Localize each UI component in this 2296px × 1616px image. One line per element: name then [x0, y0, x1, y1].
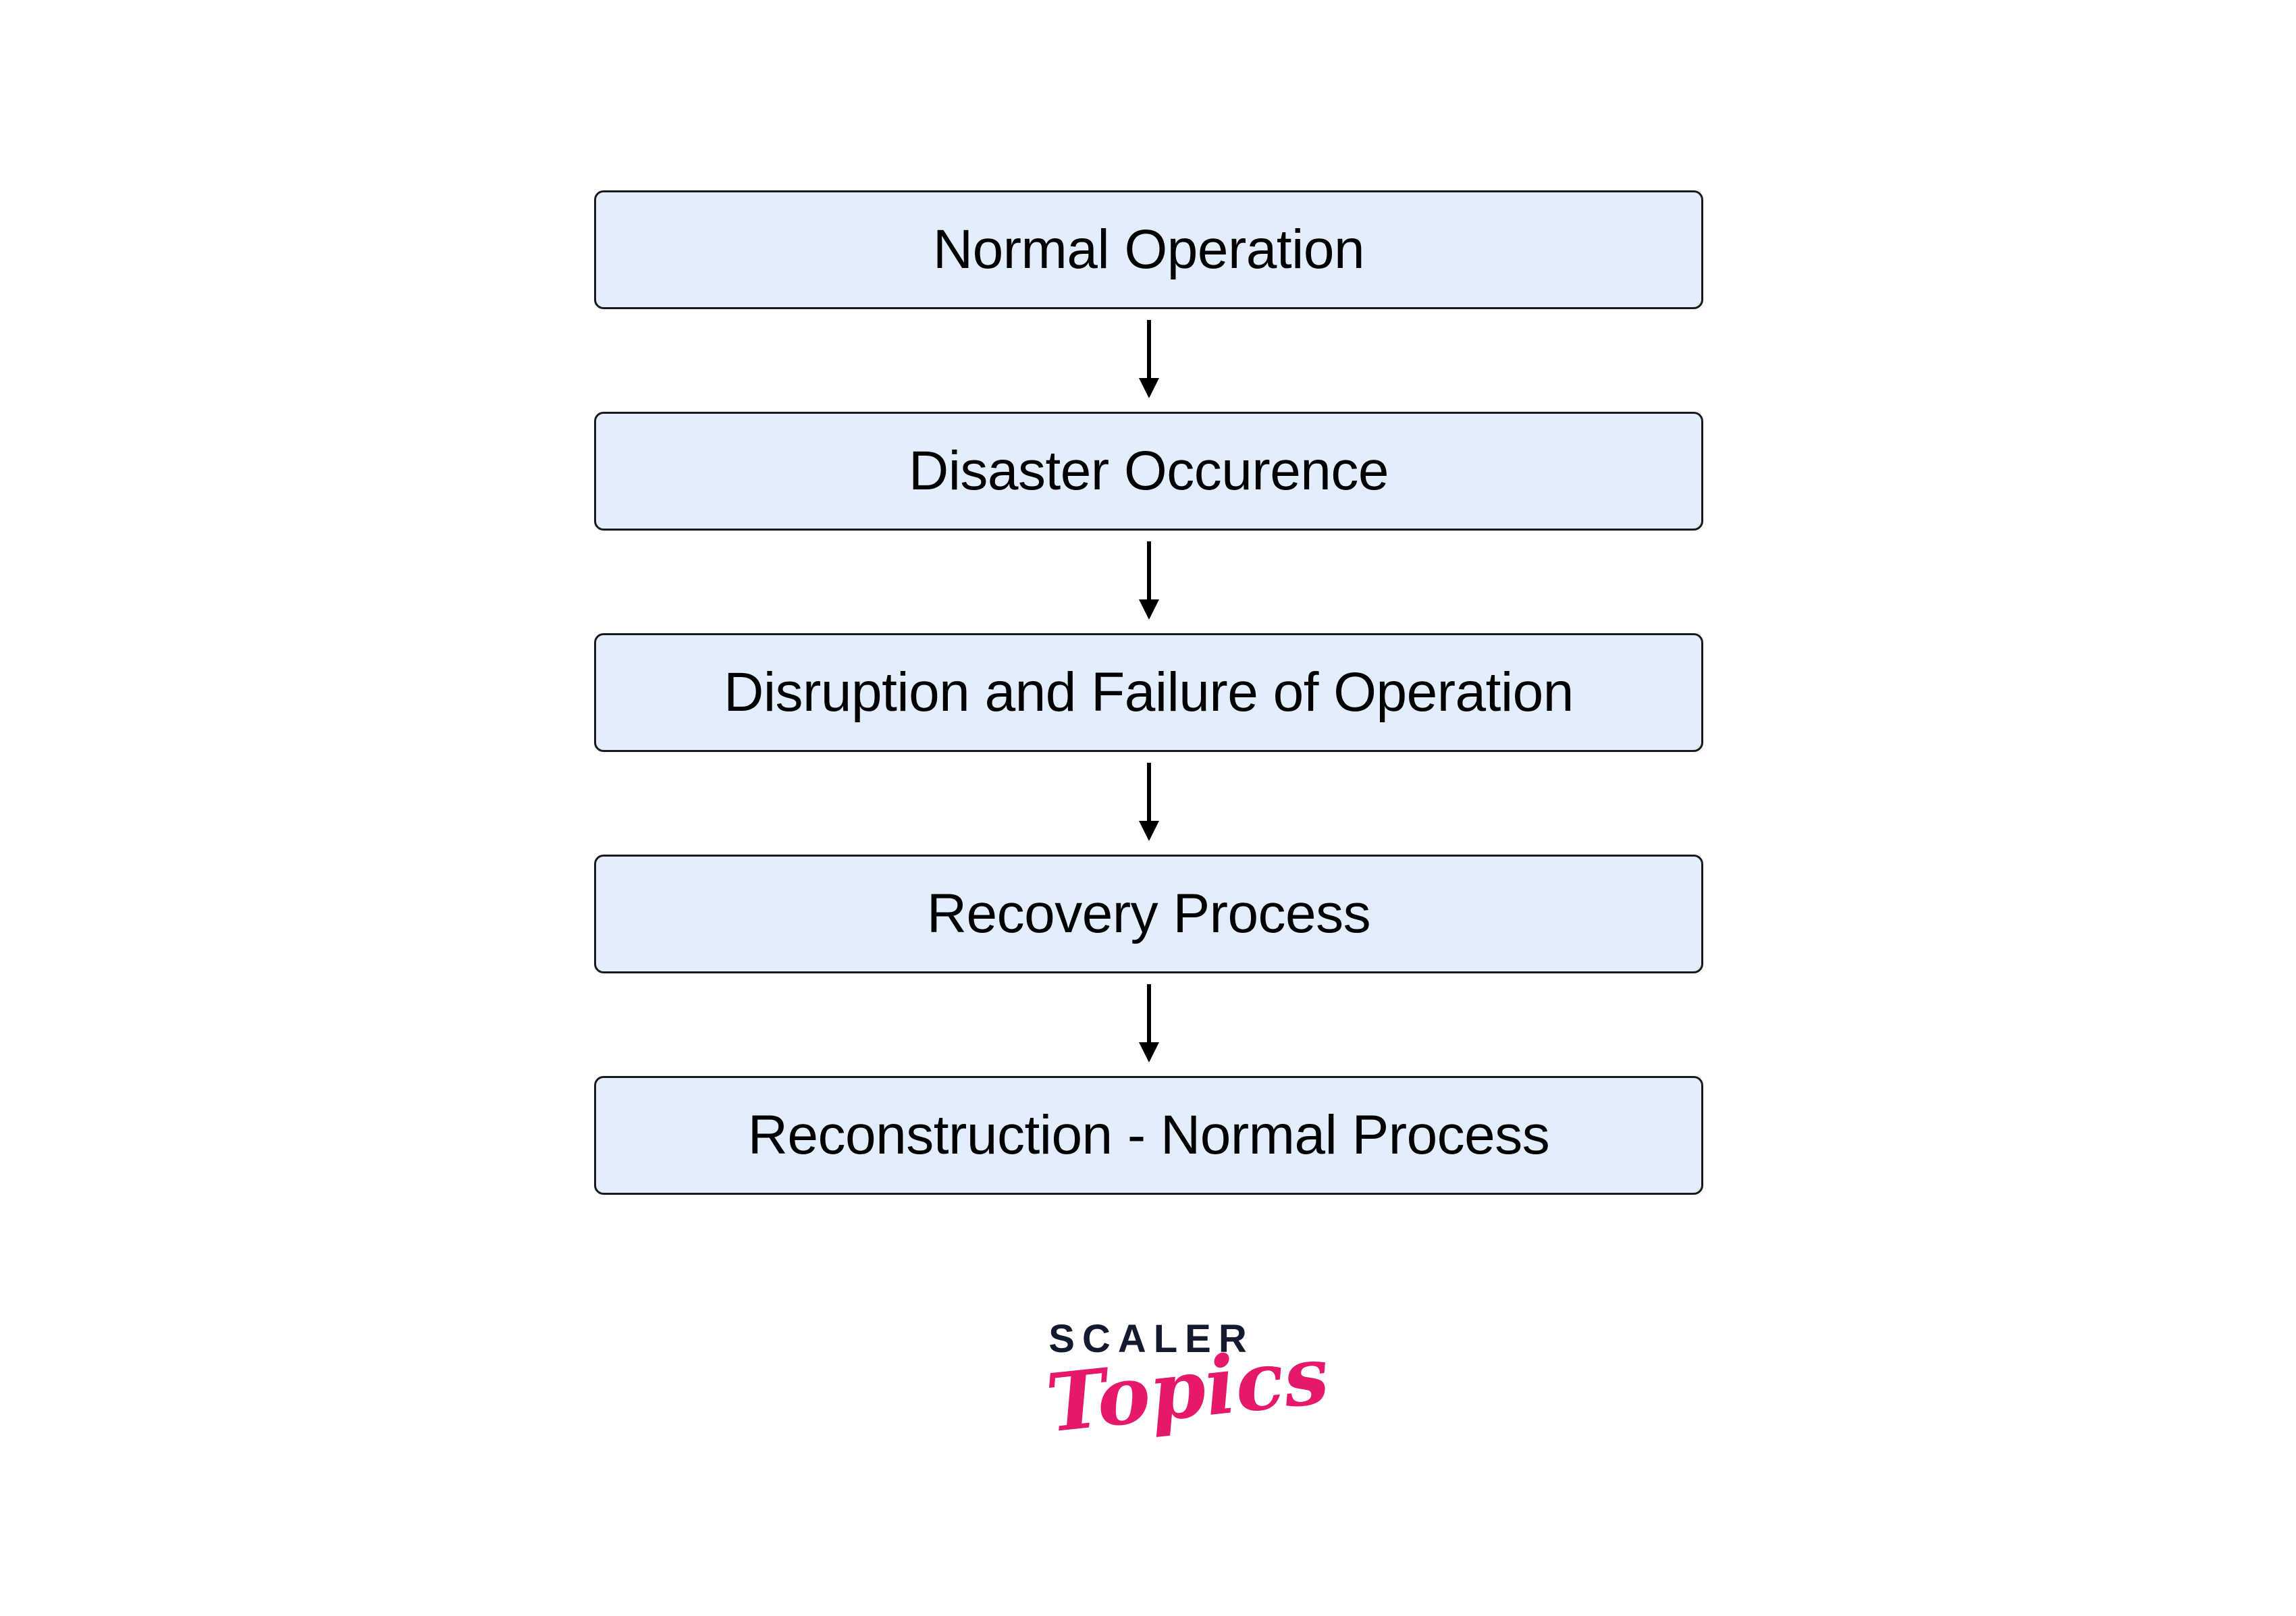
node-disaster-occurence[interactable]: Disaster Occurence: [594, 412, 1703, 531]
arrow-down-icon: [1138, 763, 1159, 841]
flow-step-2: Disaster Occurence: [594, 412, 1703, 531]
flow-step-5: Reconstruction - Normal Process: [594, 1076, 1703, 1195]
connector-arrow-2: [594, 531, 1703, 633]
node-label: Recovery Process: [926, 883, 1371, 944]
connector-arrow-1: [594, 309, 1703, 412]
node-label: Disaster Occurence: [908, 440, 1389, 502]
logo-script: Topics: [1042, 1327, 1333, 1451]
flowchart: Normal Operation Disaster Occurence Di: [594, 190, 1703, 1195]
node-label: Disruption and Failure of Operation: [724, 662, 1574, 723]
node-disruption-and-failure-of-operation[interactable]: Disruption and Failure of Operation: [594, 633, 1703, 752]
node-label: Normal Operation: [932, 219, 1365, 280]
logo-wordmark: SCALER: [1048, 1317, 1254, 1361]
connector-arrow-3: [594, 752, 1703, 855]
arrow-down-icon: [1138, 541, 1159, 620]
connector-arrow-4: [594, 973, 1703, 1076]
node-recovery-process[interactable]: Recovery Process: [594, 855, 1703, 973]
node-normal-operation[interactable]: Normal Operation: [594, 190, 1703, 309]
flow-step-1: Normal Operation: [594, 190, 1703, 309]
node-reconstruction-normal-process[interactable]: Reconstruction - Normal Process: [594, 1076, 1703, 1195]
node-label: Reconstruction - Normal Process: [747, 1104, 1550, 1166]
arrow-down-icon: [1138, 320, 1159, 398]
scaler-topics-logo: SCALER Topics: [1030, 1317, 1333, 1478]
flow-step-4: Recovery Process: [594, 855, 1703, 973]
arrow-down-icon: [1138, 984, 1159, 1062]
flow-step-3: Disruption and Failure of Operation: [594, 633, 1703, 752]
